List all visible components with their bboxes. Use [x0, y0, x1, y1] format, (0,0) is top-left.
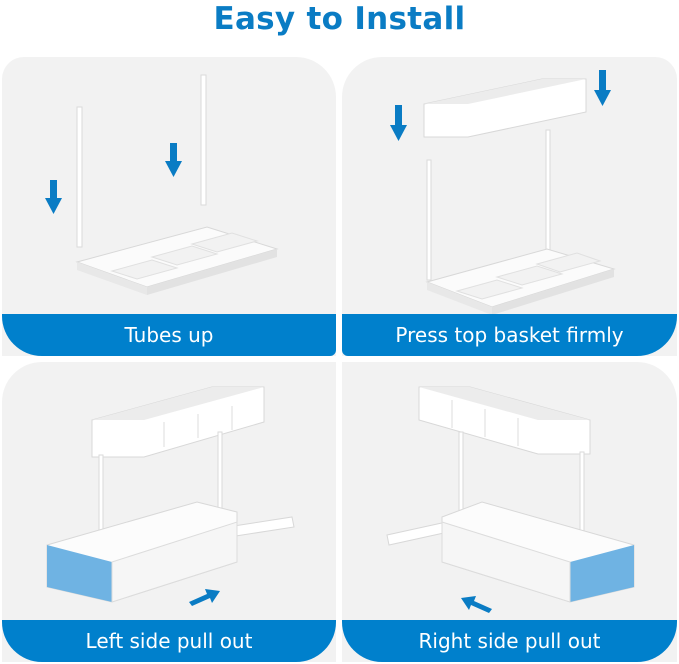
- down-arrow-icon: [594, 70, 611, 106]
- down-arrow-icon: [45, 180, 62, 214]
- step-panel-tubes-up: Tubes up: [2, 57, 336, 356]
- step-panel-right-side-pull-out: Right side pull out: [342, 362, 677, 662]
- left-pull-out-illustration: [46, 386, 295, 606]
- base-frame-with-tubes-illustration: [45, 74, 279, 295]
- step-label: Tubes up: [2, 314, 336, 356]
- step-panel-left-side-pull-out: Left side pull out: [2, 362, 336, 662]
- down-arrow-icon: [390, 105, 407, 141]
- right-arrow-icon: [189, 589, 220, 606]
- right-pull-out-illustration: [386, 386, 635, 613]
- step-panel-press-top-basket: Press top basket firmly: [342, 57, 677, 356]
- step-label: Press top basket firmly: [342, 314, 677, 356]
- page-title: Easy to Install: [213, 1, 466, 37]
- top-basket-placement-illustration: [390, 70, 616, 315]
- down-arrow-icon: [165, 143, 182, 177]
- step-label: Right side pull out: [342, 620, 677, 662]
- left-arrow-icon: [461, 596, 492, 613]
- step-label: Left side pull out: [2, 620, 336, 662]
